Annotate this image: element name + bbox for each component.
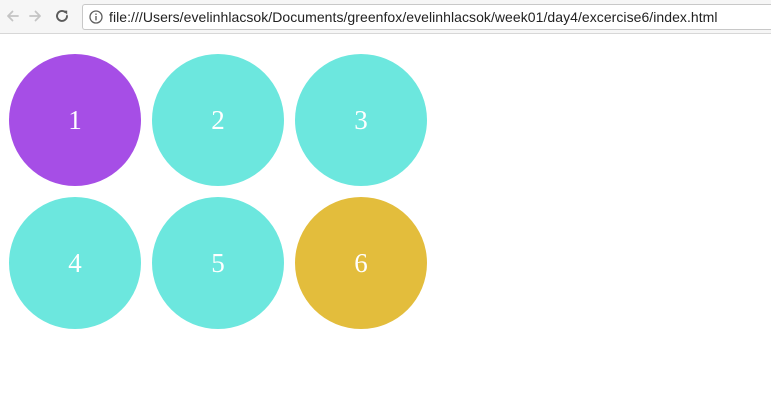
reload-button[interactable] xyxy=(52,6,72,26)
circle-label: 4 xyxy=(68,247,82,278)
arrow-right-icon xyxy=(29,10,41,22)
circle-6: 6 xyxy=(295,197,427,329)
info-icon[interactable] xyxy=(89,10,103,24)
arrow-left-icon xyxy=(7,10,19,22)
circle-label: 1 xyxy=(68,104,82,135)
circle-4: 4 xyxy=(9,197,141,329)
circle-label: 6 xyxy=(354,247,368,278)
circle-5: 5 xyxy=(152,197,284,329)
forward-button[interactable] xyxy=(25,6,45,26)
circle-label: 3 xyxy=(354,104,368,135)
circle-label: 5 xyxy=(211,247,225,278)
circle-3: 3 xyxy=(295,54,427,186)
circle-1: 1 xyxy=(9,54,141,186)
back-button[interactable] xyxy=(3,6,23,26)
reload-icon xyxy=(56,10,68,22)
browser-toolbar: file:///Users/evelinhlacsok/Documents/gr… xyxy=(0,0,771,34)
circle-label: 2 xyxy=(211,104,225,135)
url-text: file:///Users/evelinhlacsok/Documents/gr… xyxy=(109,9,718,25)
page-content: 1 2 3 4 5 6 xyxy=(0,34,771,415)
address-bar[interactable]: file:///Users/evelinhlacsok/Documents/gr… xyxy=(82,4,771,30)
circle-2: 2 xyxy=(152,54,284,186)
